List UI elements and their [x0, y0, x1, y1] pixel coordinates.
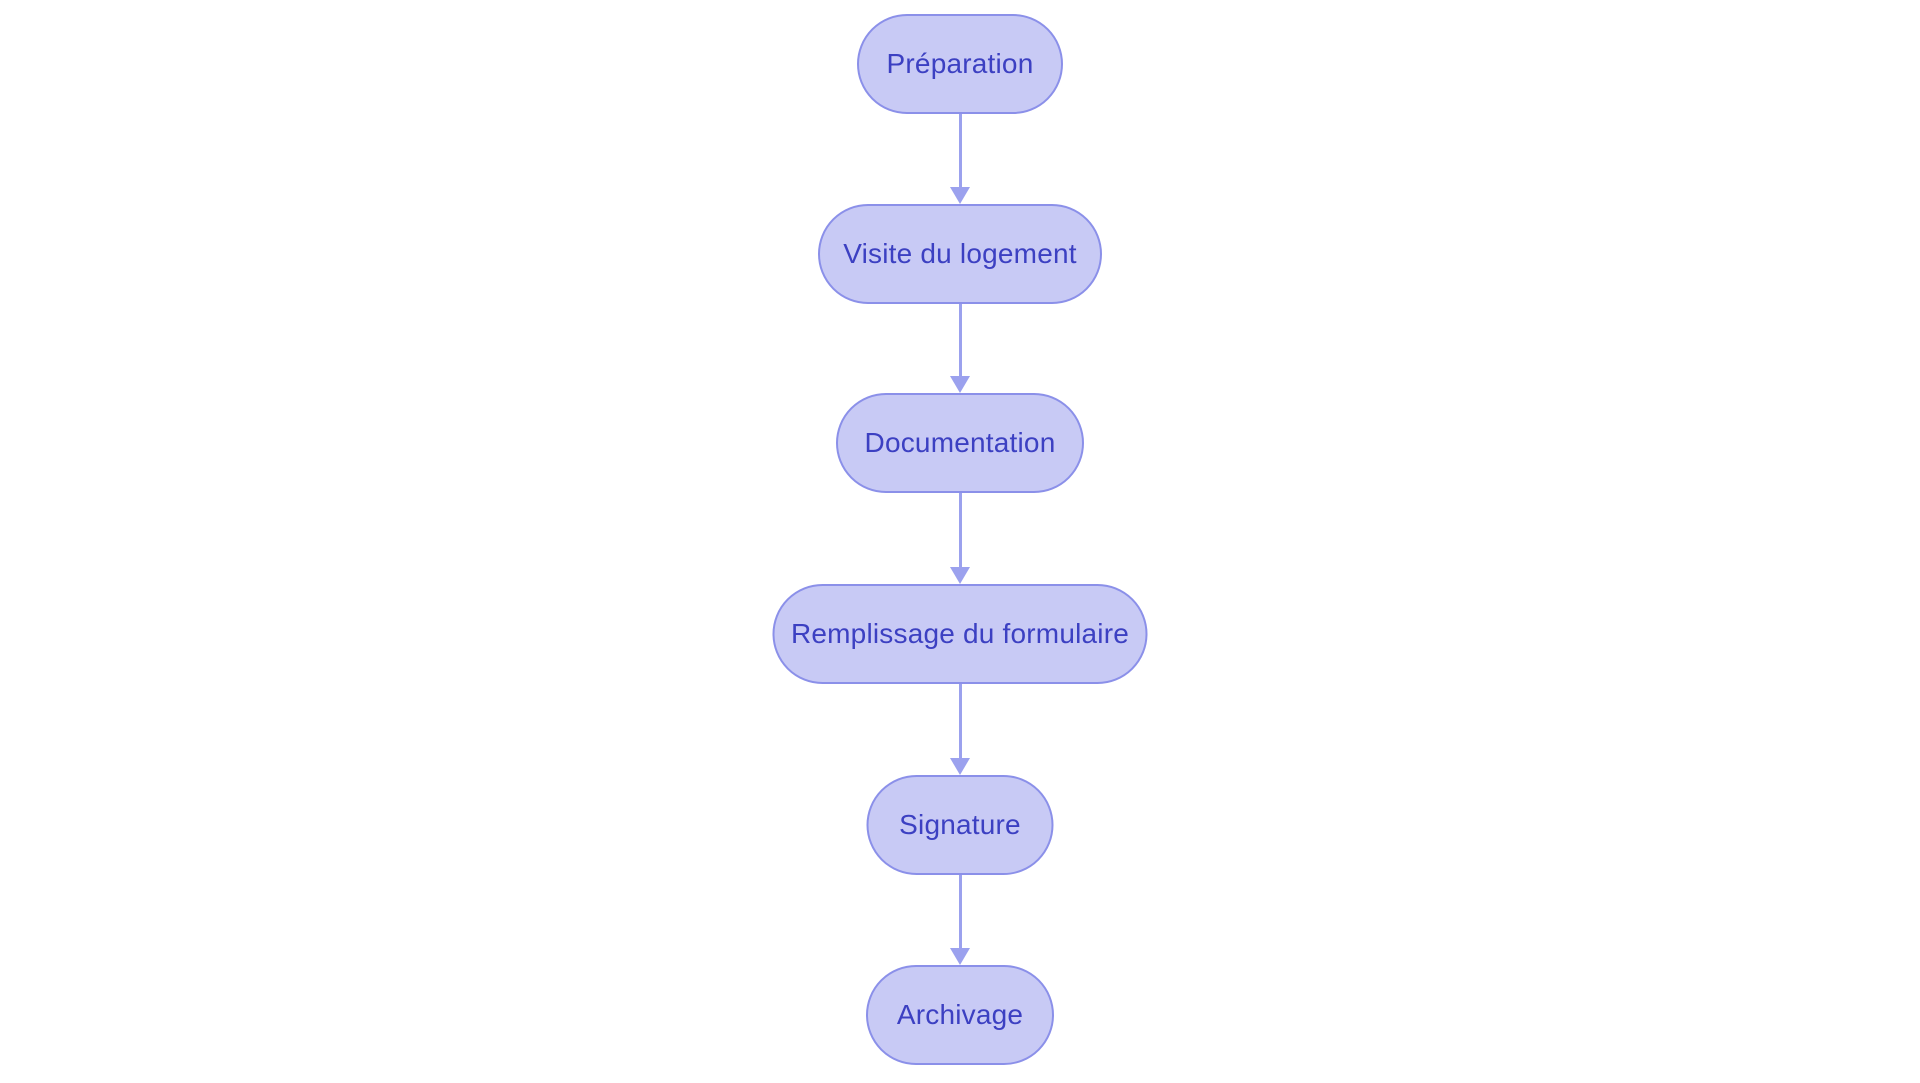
arrowhead-down-icon	[950, 187, 970, 204]
arrow-line	[958, 304, 962, 376]
edge-arrow-2	[950, 304, 970, 393]
node-label-signature: Signature	[899, 809, 1021, 840]
flow-node-archivage: Archivage	[866, 965, 1054, 1065]
flow-node-documentation: Documentation	[836, 393, 1084, 493]
edge-arrow-4	[950, 684, 970, 775]
arrowhead-down-icon	[950, 376, 970, 393]
arrow-line	[958, 684, 962, 758]
arrowhead-down-icon	[950, 948, 970, 965]
edge-arrow-5	[950, 875, 970, 965]
flow-node-remplissage: Remplissage du formulaire	[772, 584, 1148, 684]
edge-arrow-3	[950, 493, 970, 584]
flow-node-preparation: Préparation	[857, 14, 1063, 114]
node-label-documentation: Documentation	[864, 427, 1056, 458]
flow-node-signature: Signature	[866, 775, 1054, 875]
node-label-archivage: Archivage	[896, 999, 1024, 1030]
arrow-line	[958, 875, 962, 948]
arrowhead-down-icon	[950, 567, 970, 584]
edge-arrow-1	[950, 114, 970, 204]
node-label-visite: Visite du logement	[843, 238, 1077, 269]
node-label-preparation: Préparation	[886, 48, 1034, 79]
arrowhead-down-icon	[950, 758, 970, 775]
flow-node-visite: Visite du logement	[818, 204, 1102, 304]
arrow-line	[958, 493, 962, 567]
arrow-line	[958, 114, 962, 187]
node-label-remplissage: Remplissage du formulaire	[790, 618, 1130, 649]
